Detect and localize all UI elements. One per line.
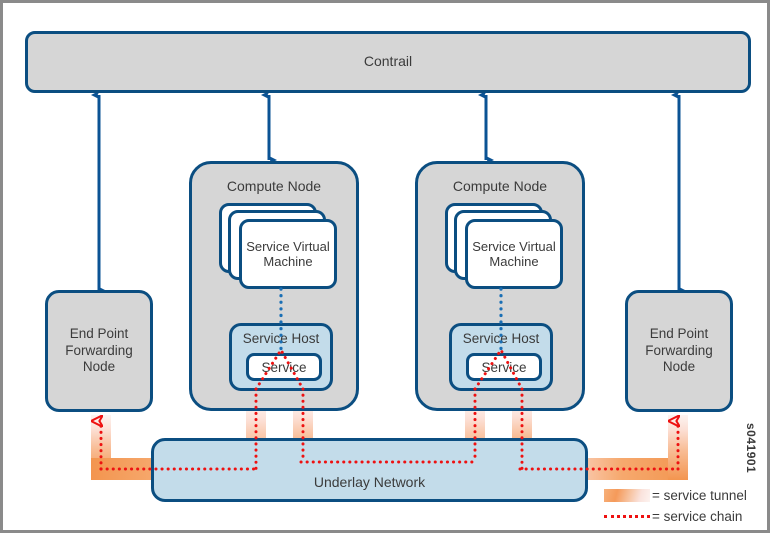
contrail-node[interactable]: Contrail: [25, 31, 751, 93]
control-arrows: [91, 90, 687, 296]
service-chain-layer: [3, 287, 770, 471]
end-point-forwarding-node-left[interactable]: End Point Forwarding Node: [45, 290, 153, 412]
figure-id-label: s041901: [744, 423, 758, 474]
service-virtual-machine-left-label: Service Virtual Machine: [246, 238, 330, 269]
service-host-right-label: Service Host: [462, 331, 540, 346]
end-point-forwarding-node-right-label: End Point Forwarding Node: [645, 325, 713, 375]
compute-node-right-label: Compute Node: [452, 178, 548, 194]
tunnel-swatch-icon: [604, 489, 650, 502]
contrail-label: Contrail: [363, 53, 413, 70]
service-virtual-machine-stack-right[interactable]: Service Virtual Machine: [445, 203, 565, 291]
legend-label-service-chain: = service chain: [652, 509, 743, 524]
service-host-left[interactable]: Service Host Service: [229, 323, 333, 391]
service-virtual-machine-right-label: Service Virtual Machine: [472, 238, 556, 269]
svm-card-front: Service Virtual Machine: [465, 219, 563, 289]
legend-label-service-tunnel: = service tunnel: [652, 488, 747, 503]
legend: = service tunnel = service chain: [604, 485, 764, 527]
chain-swatch-icon: [604, 515, 650, 518]
legend-item-service-chain: = service chain: [604, 506, 764, 527]
compute-node-left-label: Compute Node: [226, 178, 322, 194]
legend-item-service-tunnel: = service tunnel: [604, 485, 764, 506]
service-host-left-label: Service Host: [242, 331, 320, 346]
end-point-forwarding-node-left-label: End Point Forwarding Node: [65, 325, 133, 375]
end-point-forwarding-node-right[interactable]: End Point Forwarding Node: [625, 290, 733, 412]
service-virtual-machine-stack-left[interactable]: Service Virtual Machine: [219, 203, 339, 291]
svm-card-front: Service Virtual Machine: [239, 219, 337, 289]
underlay-network-label: Underlay Network: [313, 473, 426, 490]
